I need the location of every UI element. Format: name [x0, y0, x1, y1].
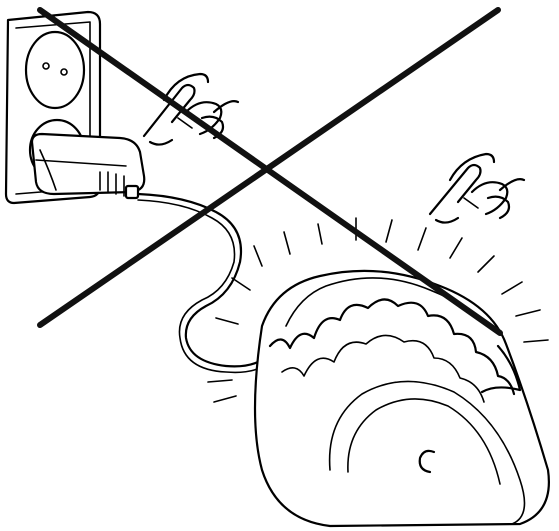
socket-outlet-upper	[24, 30, 86, 110]
pointing-hand-adapter	[142, 72, 240, 146]
charging-cable	[136, 192, 265, 374]
cross-stroke-ascending	[37, 7, 501, 328]
prohibition-cross	[37, 7, 503, 336]
power-adapter	[30, 132, 146, 200]
pointing-hand-device	[428, 152, 526, 224]
adapter-grip-ribs	[99, 171, 140, 200]
cross-stroke-descending	[37, 7, 503, 336]
vibration-lines	[207, 217, 549, 403]
device	[253, 269, 550, 528]
